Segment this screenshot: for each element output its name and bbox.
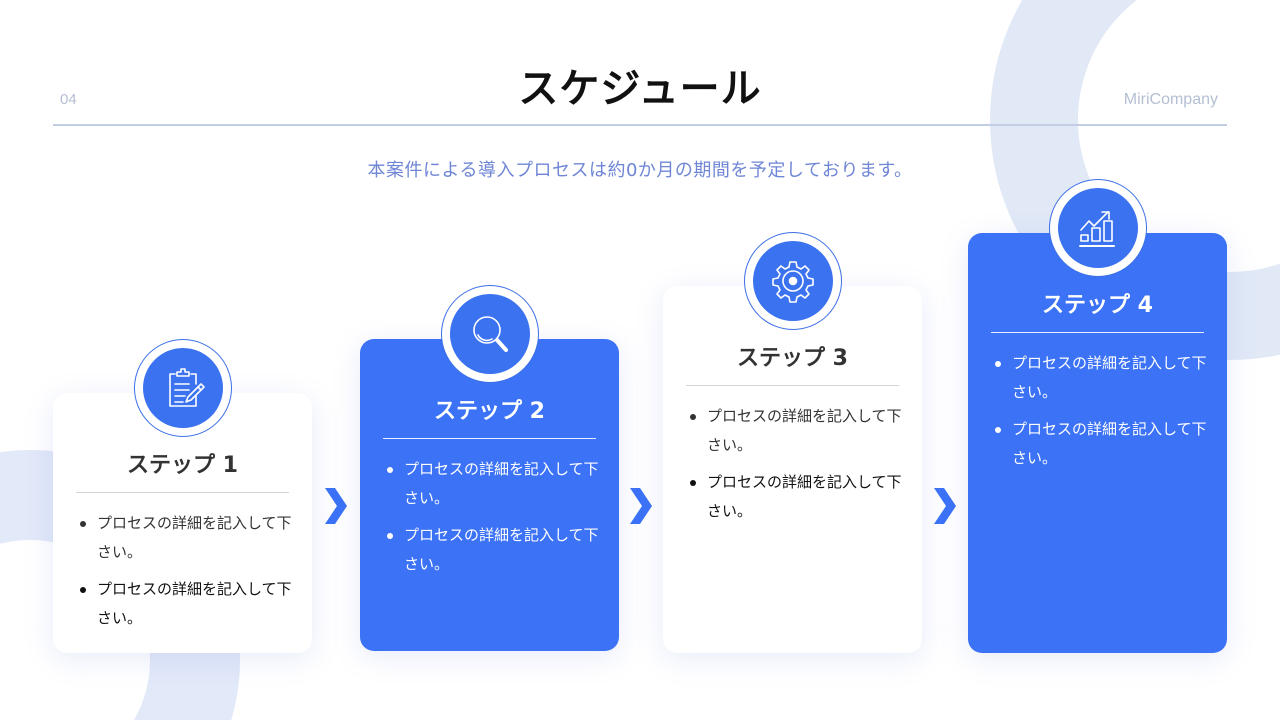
clipboard-edit-icon — [168, 368, 205, 407]
step-3-list: プロセスの詳細を記入して下さい。 プロセスの詳細を記入して下さい。 — [687, 402, 902, 534]
step-card-3: ステップ 3 プロセスの詳細を記入して下さい。 プロセスの詳細を記入して下さい。 — [663, 232, 922, 653]
gear-icon — [771, 261, 814, 303]
step-3-icon-badge — [743, 232, 842, 330]
step-4-list: プロセスの詳細を記入して下さい。 プロセスの詳細を記入して下さい。 — [992, 349, 1207, 481]
step-card-2: ステップ 2 プロセスの詳細を記入して下さい。 プロセスの詳細を記入して下さい。 — [360, 285, 619, 651]
growth-chart-icon — [1078, 211, 1115, 247]
page-subtitle: 本案件による導入プロセスは約0か月の期間を予定しております。 — [367, 160, 913, 181]
step-card-4: ステップ 4 プロセスの詳細を記入して下さい。 プロセスの詳細を記入して下さい。 — [968, 179, 1227, 653]
chevron-right-icon — [630, 488, 652, 524]
step-4-icon-badge — [1048, 179, 1147, 277]
chevron-right-icon — [934, 488, 956, 524]
list-item: プロセスの詳細を記入して下さい。 — [77, 575, 292, 633]
list-item: プロセスの詳細を記入して下さい。 — [384, 521, 599, 579]
step-3-title: ステップ 3 — [737, 346, 848, 371]
step-4-divider — [991, 332, 1204, 333]
chevron-right-icon — [325, 488, 347, 524]
step-1-icon-badge — [133, 339, 232, 437]
magnifier-icon — [472, 316, 508, 352]
list-item: プロセスの詳細を記入して下さい。 — [687, 402, 902, 460]
step-4-title: ステップ 4 — [1042, 293, 1153, 318]
step-2-list: プロセスの詳細を記入して下さい。 プロセスの詳細を記入して下さい。 — [384, 455, 599, 587]
step-1-list: プロセスの詳細を記入して下さい。 プロセスの詳細を記入して下さい。 — [77, 509, 292, 641]
list-item: プロセスの詳細を記入して下さい。 — [384, 455, 599, 513]
step-1-title: ステップ 1 — [127, 453, 238, 478]
step-2-icon-badge — [440, 285, 539, 383]
list-item: プロセスの詳細を記入して下さい。 — [77, 509, 292, 567]
list-item: プロセスの詳細を記入して下さい。 — [992, 415, 1207, 473]
header-divider — [53, 124, 1227, 126]
step-3-divider — [686, 385, 899, 386]
step-1-divider — [76, 492, 289, 493]
list-item: プロセスの詳細を記入して下さい。 — [687, 468, 902, 526]
list-item: プロセスの詳細を記入して下さい。 — [992, 349, 1207, 407]
page-title: スケジュール — [518, 66, 762, 112]
page-number: 04 — [60, 91, 77, 108]
step-2-divider — [383, 438, 596, 439]
step-card-1: ステップ 1 プロセスの詳細を記入して下さい。 プロセスの詳細を記入して下さい。 — [53, 339, 312, 653]
step-2-title: ステップ 2 — [434, 399, 545, 424]
company-name: MiriCompany — [1123, 91, 1218, 108]
